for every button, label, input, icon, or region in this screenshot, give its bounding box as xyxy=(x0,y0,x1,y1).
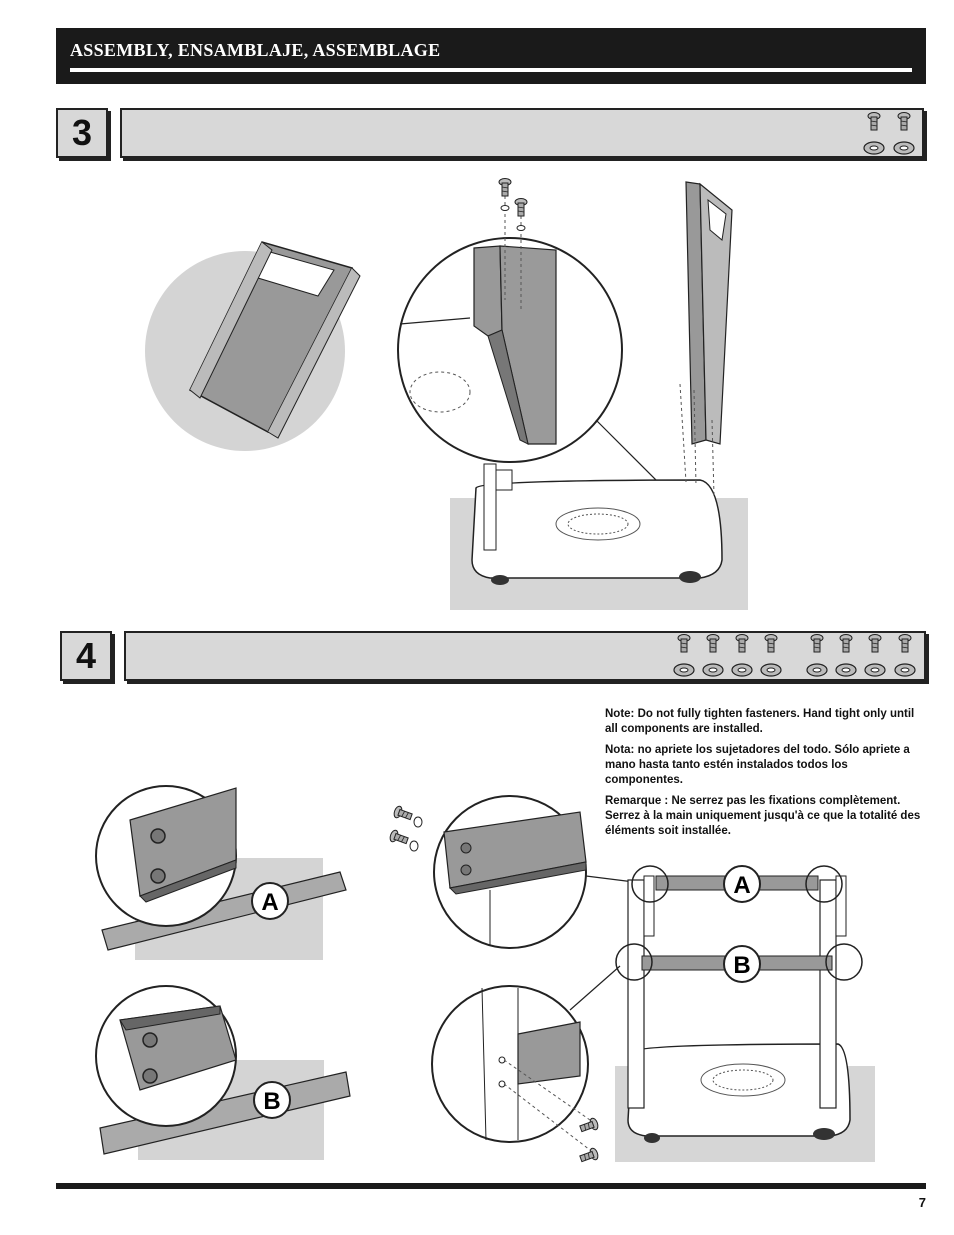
note-spanish: Nota: no apriete los sujetadores del tod… xyxy=(605,744,910,786)
step-4-bar xyxy=(124,631,926,681)
step-4-upper-zoom-detail xyxy=(388,795,635,949)
step-3-hardware-icon xyxy=(863,112,915,155)
page-number: 7 xyxy=(918,1195,926,1210)
step-3-bar xyxy=(120,108,924,158)
section-title: ASSEMBLY, ENSAMBLAJE, ASSEMBLAGE xyxy=(70,40,441,60)
step-3-zoom-detail xyxy=(397,178,692,516)
step-3-number: 3 xyxy=(56,108,108,158)
step-4-number: 4 xyxy=(60,631,112,681)
section-header: ASSEMBLY, ENSAMBLAJE, ASSEMBLAGE xyxy=(56,28,926,84)
step-4-rail-b-detail: B xyxy=(95,985,351,1160)
footer-rule xyxy=(56,1183,926,1189)
step-3-cart-base xyxy=(450,181,748,610)
callout-b-label: B xyxy=(263,1088,280,1115)
cart-callout-a-label: A xyxy=(733,872,750,899)
step-4-lower-zoom-detail xyxy=(431,965,621,1165)
note-french: Remarque : Ne serrez pas les fixations c… xyxy=(605,795,921,837)
step-4-rail-a-detail: A xyxy=(95,785,347,960)
callout-a-label: A xyxy=(261,889,278,916)
cart-callout-b-label: B xyxy=(733,952,750,979)
header-rule xyxy=(70,68,912,72)
step-4-assembled-cart: A B xyxy=(615,865,875,1162)
fastener-note: Note: Do not fully tighten fasteners. Ha… xyxy=(605,707,925,845)
step-3-panel-detail xyxy=(145,241,361,451)
note-english: Note: Do not fully tighten fasteners. Ha… xyxy=(605,708,915,735)
step-4-hardware-icon xyxy=(673,634,916,677)
